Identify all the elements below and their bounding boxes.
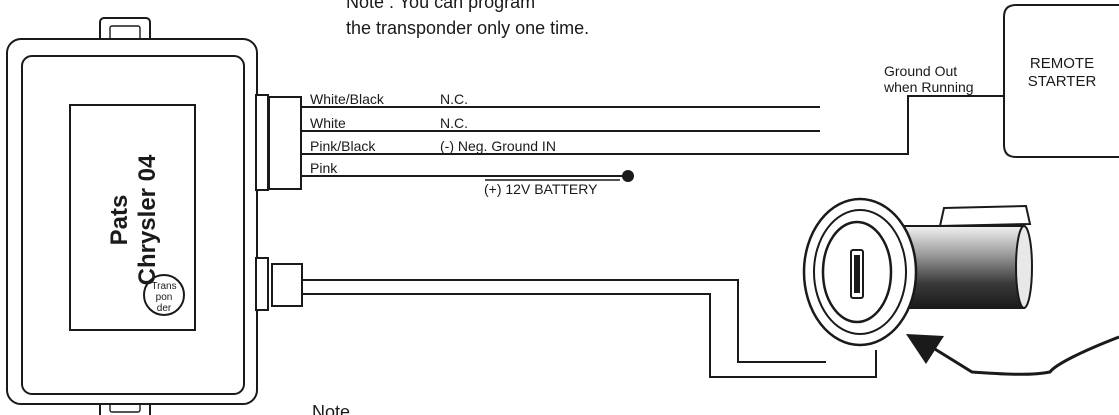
wire-connection-label: (-) Neg. Ground IN bbox=[440, 138, 556, 154]
transponder-label-line1: Trans bbox=[151, 281, 176, 292]
pats-module: Pats Chrysler 04 Trans pon der bbox=[6, 17, 258, 415]
wire-color-label: Pink bbox=[310, 160, 338, 176]
wire-connection-label: N.C. bbox=[440, 91, 468, 107]
wire-pink-black: Pink/Black (-) Neg. Ground IN bbox=[301, 95, 1004, 155]
transponder-label-line2: pon bbox=[156, 292, 173, 303]
top-note-line2: the transponder only one time. bbox=[346, 18, 589, 38]
wire-connection-label: N.C. bbox=[440, 115, 468, 131]
harness-connector bbox=[255, 94, 302, 191]
remote-starter-box: REMOTE STARTER bbox=[1003, 4, 1119, 158]
antenna-connector bbox=[255, 257, 303, 311]
bottom-note: Note bbox=[312, 402, 350, 415]
module-title-line2: Chrysler 04 bbox=[134, 154, 161, 285]
wire-color-label: Pink/Black bbox=[310, 138, 376, 154]
wire-color-label: White bbox=[310, 115, 346, 131]
wire-white: White N.C. bbox=[301, 115, 820, 132]
ground-out-line1: Ground Out bbox=[884, 63, 957, 79]
battery-label: (+) 12V BATTERY bbox=[484, 181, 598, 197]
ground-out-line2: when Running bbox=[883, 79, 974, 95]
insertion-arrow bbox=[906, 334, 1119, 376]
wire-white-black: White/Black N.C. bbox=[301, 91, 820, 108]
transponder-label-line3: der bbox=[157, 303, 172, 314]
module-title-line1: Pats bbox=[106, 195, 133, 246]
remote-starter-line2: STARTER bbox=[1028, 73, 1097, 90]
module-label bbox=[69, 104, 196, 331]
battery-terminal bbox=[622, 170, 634, 182]
antenna-cable bbox=[302, 279, 877, 378]
wire-pink: Pink (+) 12V BATTERY bbox=[301, 160, 634, 197]
ignition-cylinder bbox=[802, 197, 1033, 347]
transponder-icon bbox=[143, 274, 185, 316]
top-note-line1: Note : You can program bbox=[346, 0, 535, 12]
wire-color-label: White/Black bbox=[310, 91, 385, 107]
remote-starter-line1: REMOTE bbox=[1030, 55, 1094, 72]
